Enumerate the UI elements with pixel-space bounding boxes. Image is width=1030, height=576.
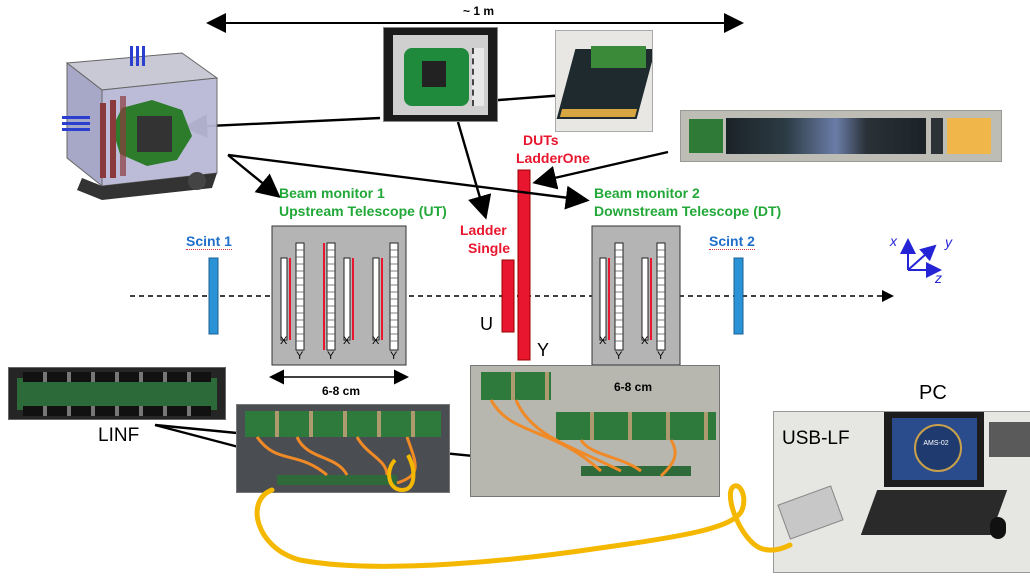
- dt-plane-label: Y: [615, 350, 623, 362]
- ut-plane-label: Y: [327, 350, 335, 362]
- u-label: U: [480, 314, 493, 334]
- upstream-telescope-box: [271, 225, 407, 366]
- usb-lf-label: USB-LF: [782, 428, 850, 449]
- y-label: Y: [537, 340, 550, 360]
- ut-planes: [280, 242, 399, 351]
- ladder-one-bar: [517, 169, 531, 361]
- ut-dimension-label: 6-8 cm: [322, 384, 361, 398]
- dt-planes: [599, 242, 666, 351]
- downstream-telescope-label: Downstream Telescope (DT): [594, 203, 782, 219]
- upstream-telescope-label: Upstream Telescope (UT): [279, 203, 447, 219]
- axis-y-label: y: [945, 234, 952, 250]
- scint-1-label: Scint 1: [186, 233, 232, 250]
- module-photo: [383, 27, 498, 122]
- pc-label: PC: [919, 382, 947, 404]
- ams-badge-text: AMS-02: [923, 440, 949, 447]
- coordinate-axes: [900, 238, 942, 278]
- ladder-one-photo: [680, 110, 1002, 162]
- ut-plane-label: X: [343, 335, 351, 347]
- scint-2-bar: [733, 257, 744, 335]
- linf-board-photo: [8, 367, 226, 420]
- axis-x-label: x: [890, 233, 897, 249]
- dt-plane-label: X: [599, 335, 607, 347]
- dut-readout-photo: [470, 365, 720, 497]
- ut-plane-label: Y: [296, 350, 304, 362]
- single-label: Single: [468, 240, 511, 256]
- telescope-render-image: [62, 46, 219, 200]
- dt-dimension-label: 6-8 cm: [614, 380, 653, 394]
- linf-label: LINF: [98, 425, 140, 446]
- ut-plane-label: X: [372, 335, 380, 347]
- ladder-label: Ladder: [460, 222, 507, 238]
- ladder-single-photo: [555, 30, 653, 132]
- ut-readout-photo: [236, 404, 450, 493]
- span-label: ~ 1 m: [463, 4, 495, 18]
- pc-photo: AMS-02: [773, 411, 1030, 573]
- duts-label: DUTs: [523, 132, 559, 148]
- beam-monitor-2-label: Beam monitor 2: [594, 185, 700, 201]
- ut-plane-label: Y: [390, 350, 398, 362]
- ladder-one-label: LadderOne: [516, 150, 590, 166]
- axis-z-label: z: [935, 270, 942, 286]
- scint-2-label: Scint 2: [709, 233, 755, 250]
- beam-monitor-1-label: Beam monitor 1: [279, 185, 385, 201]
- ut-plane-label: X: [280, 335, 288, 347]
- dt-plane-label: Y: [657, 350, 665, 362]
- ladder-single-bar: [501, 259, 515, 333]
- dt-plane-label: X: [641, 335, 649, 347]
- scint-1-bar: [208, 257, 219, 335]
